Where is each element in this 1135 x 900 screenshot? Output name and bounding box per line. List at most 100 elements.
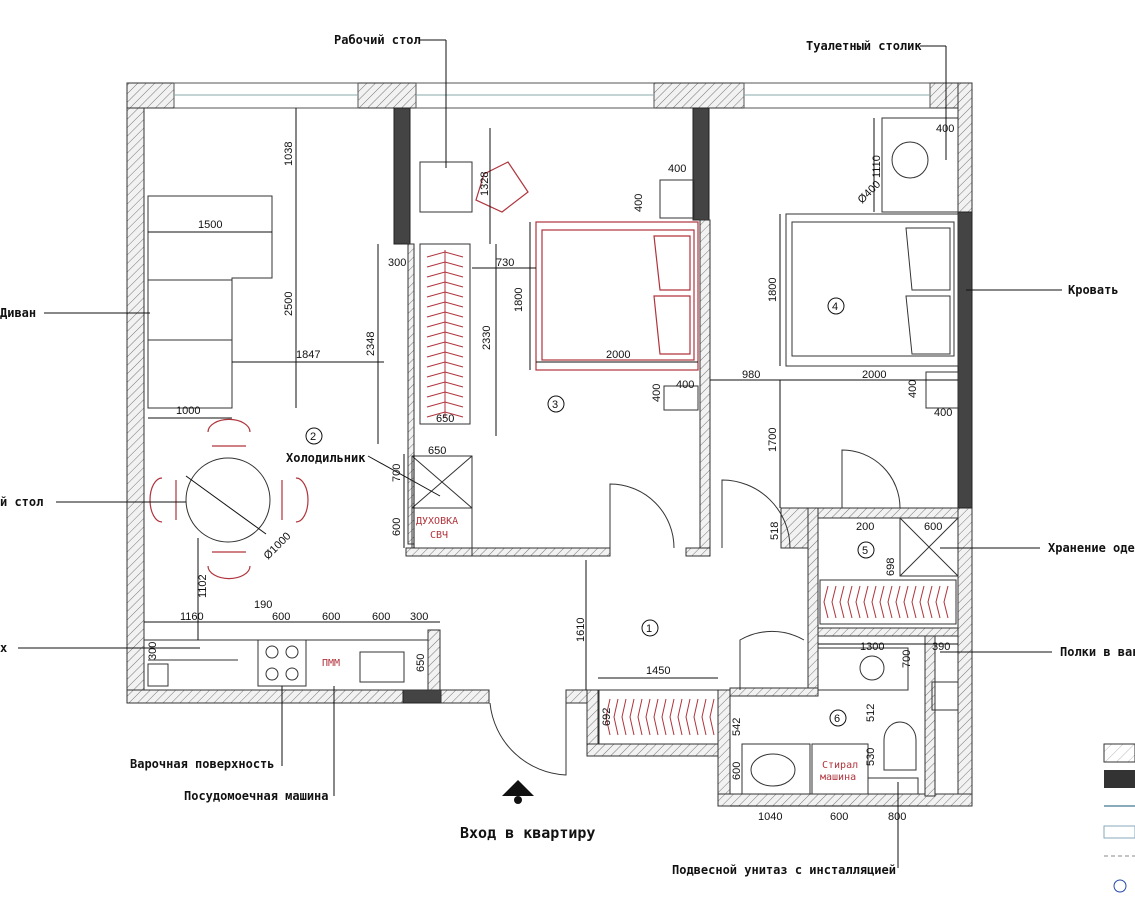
dim-600-dw: 600: [322, 611, 340, 623]
dim-300-end: 300: [410, 611, 428, 623]
bed-room4: [785, 213, 959, 367]
label-desk: Рабочий стол: [334, 33, 421, 47]
label-fridge: Холодильник: [286, 451, 366, 465]
dim-300-counter: 300: [147, 642, 159, 660]
label-dressing-table: Туалетный столик: [806, 39, 922, 53]
dim-2348: 2348: [365, 332, 377, 356]
dim-1160: 1160: [180, 611, 204, 623]
dim-phi1000: Ø1000: [262, 530, 294, 562]
dim-730: 730: [496, 257, 514, 269]
dim-1610: 1610: [575, 618, 587, 642]
bed-room3: [535, 221, 699, 371]
dim-600-oven: 600: [391, 518, 403, 536]
dim-300-wall: 300: [388, 257, 406, 269]
dim-650-fridge: 650: [428, 445, 446, 457]
room-1: 1: [646, 623, 652, 635]
wardrobe-entry: [597, 689, 719, 745]
dim-1700: 1700: [767, 428, 779, 452]
label-bed: Кровать: [1068, 283, 1119, 297]
wardrobe-hangers: [426, 251, 464, 418]
storage-room: [817, 517, 959, 629]
dim-190: 190: [254, 599, 272, 611]
dim-phi400: Ø400: [856, 179, 884, 207]
dim-650-counter: 650: [415, 654, 427, 672]
dim-1300: 1300: [860, 641, 884, 653]
dim-400-ns3-w: 400: [934, 407, 952, 419]
dim-200: 200: [856, 521, 874, 533]
entrance-arrow-icon: [502, 780, 534, 804]
dressing-table: [881, 117, 959, 213]
desk: [419, 161, 529, 213]
washer-text-1: Стирал: [822, 760, 858, 771]
leader-lines: [18, 39, 1062, 868]
label-cabinets: х: [0, 641, 7, 655]
dimension-texts: 1038 1500 2500 1847 1000 300 2348 2330 6…: [147, 123, 954, 823]
doors: [489, 449, 901, 776]
dimension-lines: [144, 108, 958, 807]
dim-1040: 1040: [758, 811, 782, 823]
dim-400-ns3-h: 400: [907, 380, 919, 398]
dim-400-ns1-h: 400: [633, 194, 645, 212]
dim-700-shelf: 700: [901, 650, 913, 668]
dim-600-washer: 600: [830, 811, 848, 823]
bathroom: [741, 647, 959, 795]
dining-table: [149, 418, 309, 580]
wardrobe-hall: [419, 243, 471, 425]
dim-1038: 1038: [283, 142, 295, 166]
label-dishwasher: Посудомоечная машина: [184, 789, 329, 803]
dim-698: 698: [885, 558, 897, 576]
dim-1102: 1102: [197, 574, 209, 598]
dim-980: 980: [742, 369, 760, 381]
dim-800: 800: [888, 811, 906, 823]
dim-600-sink: 600: [372, 611, 390, 623]
label-shelves: Полки в ван: [1060, 645, 1135, 659]
dim-2500: 2500: [283, 292, 295, 316]
dim-390: 390: [932, 641, 950, 653]
dim-650-wardrobe: 650: [436, 413, 454, 425]
wardrobe-hangers-entry: [605, 698, 715, 736]
room-5: 5: [862, 545, 868, 557]
dim-1800-bed3: 1800: [513, 288, 525, 312]
oven-text-1: ДУХОВКА: [416, 516, 458, 527]
outer-walls: [126, 82, 973, 807]
dim-1847: 1847: [296, 349, 320, 361]
label-dining-table: й стол: [0, 495, 43, 509]
oven: [411, 507, 473, 549]
dim-518: 518: [769, 522, 781, 540]
dim-1328: 1328: [479, 172, 491, 196]
dishwasher-text: ПММ: [322, 658, 340, 669]
label-sofa: Диван: [0, 306, 36, 320]
dim-1450: 1450: [646, 665, 670, 677]
dim-700-fridge: 700: [391, 464, 403, 482]
windows: [173, 82, 931, 109]
dim-400-ns1-w: 400: [668, 163, 686, 175]
interior-walls: [393, 107, 973, 797]
dim-2000-bed4: 2000: [862, 369, 886, 381]
room-2: 2: [310, 431, 316, 443]
fridge: [411, 455, 473, 509]
label-entrance: Вход в квартиру: [460, 824, 595, 842]
dim-400-dressing: 400: [936, 123, 954, 135]
label-storage: Хранение одеж: [1048, 541, 1135, 555]
dim-400-ns2-h: 400: [651, 384, 663, 402]
oven-text-2: СВЧ: [430, 530, 448, 541]
dim-1000: 1000: [176, 405, 200, 417]
washer-text-2: машина: [820, 772, 856, 783]
dim-1110: 1110: [871, 155, 883, 178]
nightstands: [659, 179, 959, 411]
dim-2330: 2330: [481, 326, 493, 350]
dim-692: 692: [601, 708, 613, 726]
label-toilet: Подвесной унитаз с инсталляцией: [672, 863, 896, 877]
dim-1500: 1500: [198, 219, 222, 231]
room-3: 3: [552, 399, 558, 411]
dim-600-hob: 600: [272, 611, 290, 623]
dim-600-storage: 600: [924, 521, 942, 533]
dim-600-basin: 600: [731, 762, 743, 780]
dim-400-ns2-w: 400: [676, 379, 694, 391]
room-6: 6: [834, 713, 840, 725]
dim-512: 512: [865, 704, 877, 722]
legend: [1103, 743, 1135, 893]
dim-530: 530: [865, 748, 877, 766]
storage-hangers: [823, 585, 949, 619]
